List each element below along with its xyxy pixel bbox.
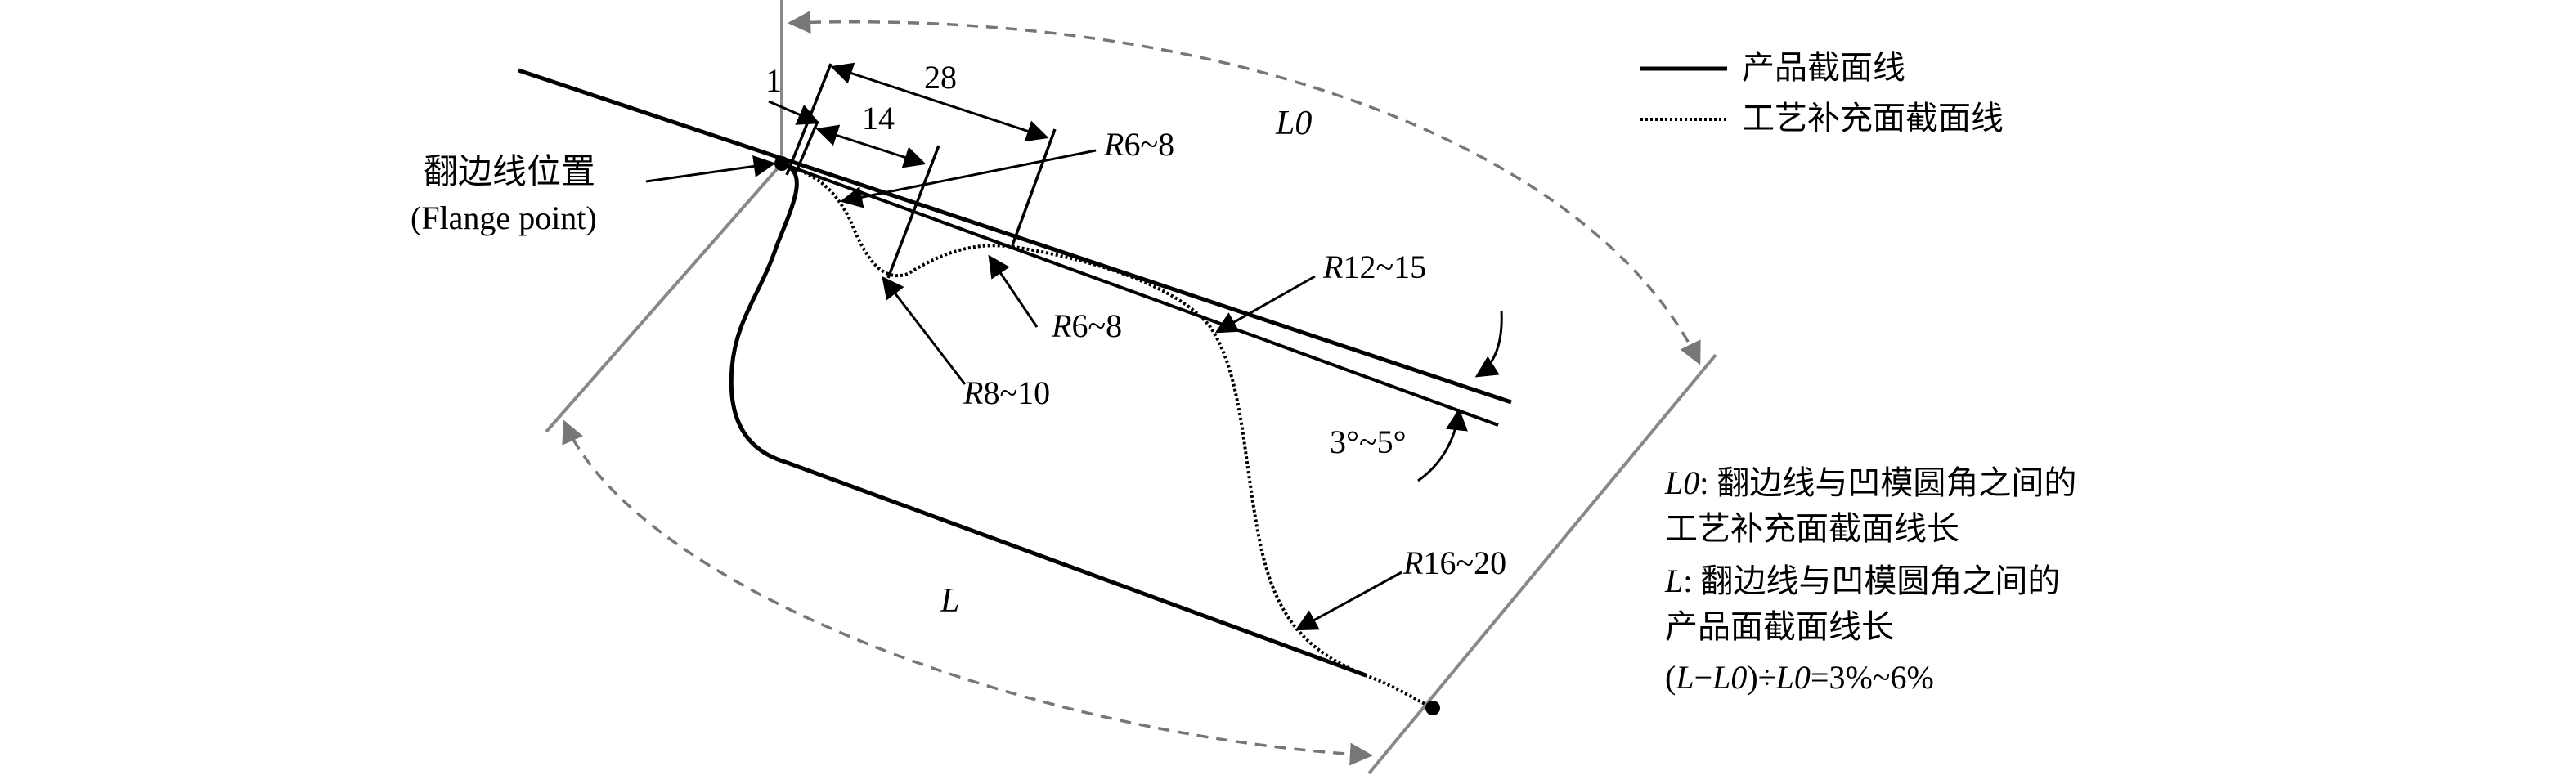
r12-leader (1214, 275, 1316, 334)
ext-line-28 (1011, 128, 1057, 246)
dim-28-arrow (830, 62, 1049, 142)
r-low-label: R8~10 (963, 374, 1050, 411)
left-boundary-line (545, 162, 783, 433)
note-line-4: 产品面截面线长 (1665, 608, 1894, 645)
legend-product-label: 产品截面线 (1742, 49, 1905, 86)
flange-label-en: (Flange point) (411, 199, 597, 236)
dim-1-arrow (768, 100, 820, 125)
flange-label-zh: 翻边线位置 (424, 153, 595, 191)
legend-addendum-label: 工艺补充面截面线 (1742, 100, 2004, 137)
L0-label: L0 (1275, 105, 1312, 142)
note-line-3: L: 翻边线与凹模圆角之间的 (1664, 562, 2060, 599)
r-top-leader (840, 149, 1097, 208)
r-mid-label: R6~8 (1051, 307, 1122, 344)
dim-1-label: 1 (765, 62, 782, 99)
addendum-line (781, 162, 1434, 710)
L-dimension-arc (562, 419, 1373, 766)
r16-leader (1295, 571, 1402, 631)
note-line-2: 工艺补充面截面线长 (1665, 510, 1959, 547)
r12-label: R12~15 (1322, 249, 1426, 285)
note-line-5: (L−L0)÷L0=3%~6% (1665, 659, 1934, 696)
product-line-parallel (781, 162, 1499, 427)
r-top-label: R6~8 (1103, 126, 1174, 163)
r-mid-leader (988, 254, 1039, 328)
product-wall (729, 161, 1367, 678)
flange-leader (645, 155, 776, 183)
right-boundary-line (1367, 353, 1717, 775)
r-low-leader (882, 276, 967, 385)
angle-arrow-bottom (1417, 408, 1468, 482)
r16-label: R16~20 (1402, 544, 1506, 581)
note-line-1: L0: 翻边线与凹模圆角之间的 (1664, 464, 2076, 501)
L-label: L (940, 582, 959, 620)
L0-dimension-arc (788, 11, 1701, 365)
end-point (1425, 701, 1440, 715)
angle-label: 3°~5° (1330, 423, 1407, 460)
angle-arrow-top (1474, 310, 1503, 378)
flange-point (774, 156, 789, 171)
ext-line-14 (886, 145, 940, 279)
dim-28-label: 28 (924, 59, 957, 96)
ext-line-2 (793, 120, 819, 176)
dim-14-label: 14 (862, 100, 895, 137)
